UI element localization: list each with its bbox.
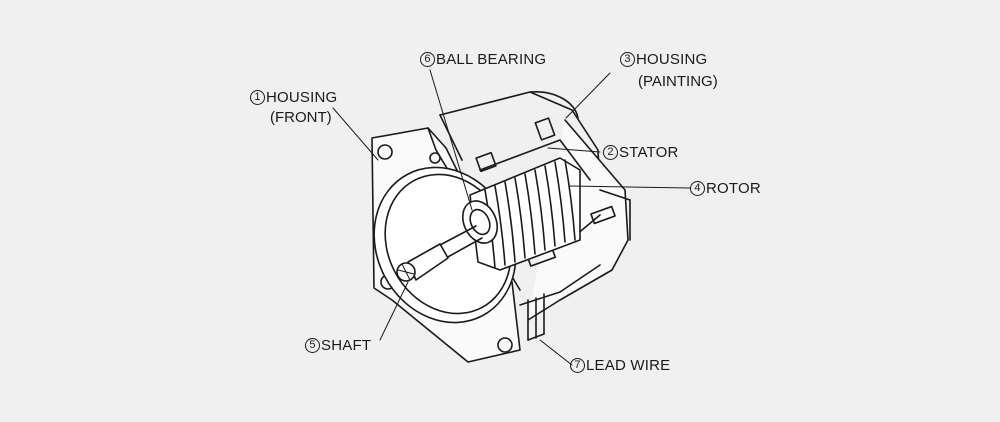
label-ball-bearing: 6 BALL BEARING	[420, 52, 546, 67]
shaft-assembly	[396, 200, 499, 282]
rotor-core	[469, 157, 581, 271]
label-rotor: 4 ROTOR	[690, 181, 761, 196]
label-housing-painting-sub: (PAINTING)	[638, 73, 718, 90]
front-housing-plate	[371, 127, 521, 363]
leader-rotor	[569, 185, 691, 189]
label-text: HOUSING	[636, 51, 708, 68]
leader-shaft	[379, 281, 409, 341]
label-lead-wire: 7 LEAD WIRE	[570, 358, 670, 373]
lead-wires	[527, 293, 545, 341]
callout-number: 2	[603, 145, 618, 160]
label-housing-painting: 3 HOUSING	[620, 52, 707, 67]
callout-number: 6	[420, 52, 435, 67]
callout-number: 4	[690, 181, 705, 196]
leader-ball-bearing	[429, 69, 473, 211]
callout-number: 7	[570, 358, 585, 373]
label-housing-front-sub: (FRONT)	[270, 109, 332, 126]
leader-lead-wire	[539, 339, 573, 366]
callout-number: 1	[250, 90, 265, 105]
label-text: BALL BEARING	[436, 51, 547, 68]
callout-number: 5	[305, 338, 320, 353]
label-stator: 2 STATOR	[603, 145, 679, 160]
label-text: ROTOR	[706, 180, 761, 197]
label-text: LEAD WIRE	[586, 357, 671, 374]
leader-lines	[332, 69, 691, 366]
leader-housing-front	[332, 107, 379, 161]
leader-housing-painting	[565, 72, 611, 119]
label-text: STATOR	[619, 144, 679, 161]
leader-stator	[547, 147, 601, 153]
label-text: HOUSING	[266, 89, 338, 106]
label-text: SHAFT	[321, 337, 372, 354]
label-housing-front: 1 HOUSING	[250, 90, 337, 105]
callout-number: 3	[620, 52, 635, 67]
label-shaft: 5 SHAFT	[305, 338, 371, 353]
